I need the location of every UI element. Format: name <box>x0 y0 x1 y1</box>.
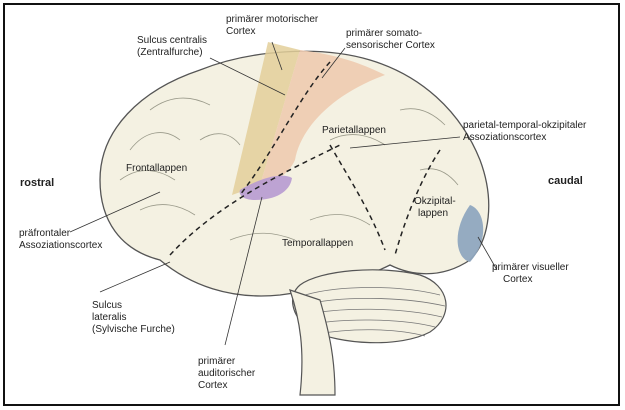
leader-auditory <box>224 196 263 346</box>
primary-visual-label-2: Cortex <box>503 274 532 285</box>
association-cortex-label-2: Assoziationscortex <box>463 132 546 143</box>
parietal-temporal-boundary <box>329 144 386 251</box>
somatosensory-cortex-area <box>260 50 385 185</box>
auditory-cortex-area <box>239 175 292 200</box>
sulcus-centralis-label-1: Sulcus centralis <box>137 35 207 46</box>
primary-somatosensory-label-2: sensorischer Cortex <box>346 40 435 51</box>
primary-auditory-label-3: Cortex <box>198 380 227 391</box>
figure-frame <box>3 3 620 406</box>
gyri-lines <box>119 97 459 241</box>
rostral-label: rostral <box>20 177 54 189</box>
leader-lateralis <box>99 261 171 293</box>
parietal-lobe-label: Parietallappen <box>322 125 386 136</box>
sulcus-lateralis-label-3: (Sylvische Furche) <box>92 324 175 335</box>
primary-auditory-label-2: auditorischer <box>198 368 256 379</box>
leader-motor <box>271 41 283 71</box>
leader-somatosensory <box>321 47 346 79</box>
primary-motor-label-2: Cortex <box>226 26 255 37</box>
primary-visual-label-1: primärer visueller <box>492 262 569 273</box>
prefrontal-label-1: präfrontaler <box>19 228 71 239</box>
primary-motor-label-1: primärer motorischer <box>226 14 319 25</box>
leader-lines <box>69 41 498 346</box>
caudal-label: caudal <box>548 175 583 187</box>
leader-association <box>349 136 461 149</box>
prefrontal-label-2: Assoziationscortex <box>19 240 102 251</box>
leader-prefrontal <box>69 191 161 233</box>
leader-sulcus-centralis <box>209 57 286 96</box>
parieto-occipital-boundary <box>394 149 441 256</box>
sulcus-lateralis-label-1: Sulcus <box>92 300 122 311</box>
lateral-sulcus-line <box>169 144 341 256</box>
brainstem <box>289 289 336 396</box>
lobe-boundaries <box>169 61 441 256</box>
primary-somatosensory-label-1: primärer somato- <box>346 28 422 39</box>
leader-visual <box>477 236 498 271</box>
central-sulcus-line <box>239 61 331 196</box>
association-cortex-label-1: parietal-temporal-okzipitaler <box>463 120 587 131</box>
sulcus-lateralis-label-2: lateralis <box>92 312 126 323</box>
temporal-lobe-label: Temporallappen <box>282 238 353 249</box>
occipital-lobe-label-1: Okzipital- <box>414 196 456 207</box>
visual-cortex-area <box>457 205 484 262</box>
sulcus-centralis-label-2: (Zentralfurche) <box>137 47 203 58</box>
frontal-lobe-label: Frontallappen <box>126 163 187 174</box>
occipital-lobe-label-2: lappen <box>418 208 448 219</box>
motor-cortex-area <box>232 42 300 195</box>
primary-auditory-label-1: primärer <box>198 356 236 367</box>
